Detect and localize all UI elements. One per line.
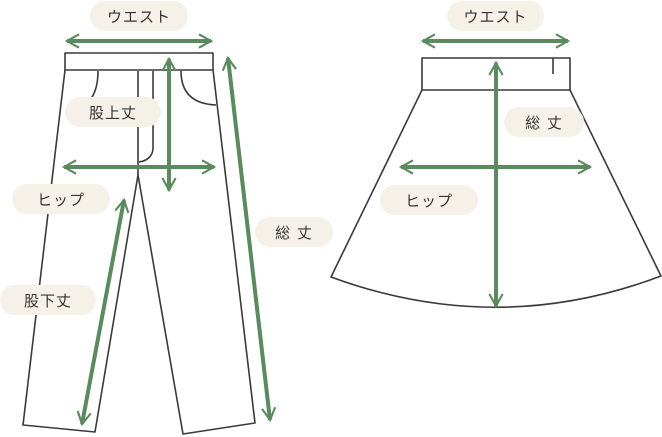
pants-hip-label: ヒップ <box>12 184 110 214</box>
pants-inseam-arrow <box>76 197 130 427</box>
pants-total-length-label: 総 丈 <box>255 217 333 247</box>
pants-inseam-label: 股下丈 <box>0 285 96 315</box>
skirt-total-length-label: 総 丈 <box>504 107 584 137</box>
pants-right-pocket <box>180 70 217 106</box>
pants-waist-label: ウエスト <box>90 1 188 31</box>
skirt-hip-label: ヒップ <box>380 185 478 215</box>
pants-measurement-arrows <box>61 33 277 427</box>
skirt-waist-label: ウエスト <box>447 1 544 31</box>
pants-waistband <box>64 52 214 71</box>
pants-total-length-arrow <box>221 55 277 423</box>
pants-rise-label: 股上丈 <box>65 97 161 127</box>
skirt-measurement-arrows <box>398 33 593 309</box>
pants-left-pocket <box>89 70 99 101</box>
